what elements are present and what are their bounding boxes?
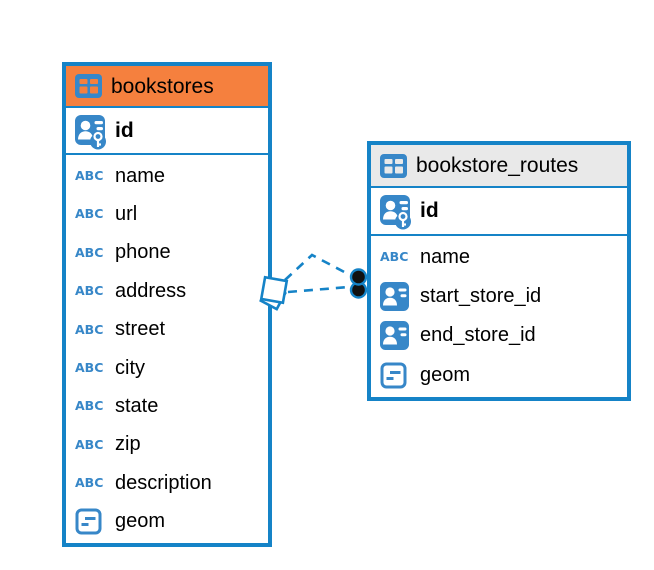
- column-name: street: [115, 318, 166, 341]
- column-row[interactable]: geom: [66, 503, 268, 541]
- entity-bookstores[interactable]: bookstores id ABC name ABC url ABC phone…: [62, 62, 272, 547]
- entity-bookstore-routes[interactable]: bookstore_routes id ABC name start_store…: [367, 141, 631, 401]
- column-name: city: [115, 356, 145, 379]
- person-card-icon: [380, 321, 411, 351]
- column-row[interactable]: ABC name: [66, 157, 268, 195]
- column-name: id: [115, 118, 134, 142]
- column-name: url: [115, 203, 138, 226]
- column-list: ABC name start_store_id end_store_id geo…: [371, 236, 627, 397]
- column-name: end_store_id: [420, 324, 536, 347]
- abc-icon: ABC: [75, 359, 104, 375]
- primary-key-row[interactable]: id: [371, 188, 627, 236]
- relationship-line-1[interactable]: [284, 253, 351, 281]
- column-name: id: [420, 199, 439, 222]
- column-row[interactable]: ABC address: [66, 272, 268, 310]
- table-icon: [75, 74, 102, 98]
- column-name: phone: [115, 241, 171, 264]
- abc-icon: ABC: [75, 283, 104, 299]
- column-name: description: [115, 471, 212, 494]
- column-name: state: [115, 395, 159, 418]
- column-row[interactable]: start_store_id: [371, 277, 627, 316]
- primary-key-row[interactable]: id: [66, 108, 268, 155]
- abc-icon: ABC: [75, 206, 104, 222]
- table-name: bookstores: [111, 74, 214, 98]
- column-name: zip: [115, 433, 141, 456]
- table-icon: [380, 153, 407, 178]
- geometry-icon: [380, 362, 411, 389]
- primary-key-icon: [75, 114, 106, 149]
- person-card-icon: [380, 282, 411, 312]
- column-name: name: [115, 164, 166, 187]
- column-list: ABC name ABC url ABC phone ABC address A…: [66, 155, 268, 543]
- primary-key-icon: [380, 195, 411, 230]
- abc-icon: ABC: [75, 321, 104, 337]
- column-row[interactable]: ABC url: [66, 195, 268, 233]
- abc-icon: ABC: [75, 436, 104, 452]
- abc-icon: ABC: [75, 398, 104, 414]
- column-name: geom: [115, 510, 166, 533]
- abc-icon: ABC: [75, 167, 104, 183]
- column-row[interactable]: end_store_id: [371, 316, 627, 355]
- column-row[interactable]: ABC zip: [66, 426, 268, 464]
- column-row[interactable]: ABC street: [66, 311, 268, 349]
- column-row[interactable]: ABC city: [66, 349, 268, 387]
- column-row[interactable]: ABC state: [66, 387, 268, 425]
- abc-icon: ABC: [75, 244, 104, 260]
- relationship-line-2[interactable]: [287, 285, 350, 294]
- column-name: address: [115, 279, 187, 302]
- table-header-bookstore-routes[interactable]: bookstore_routes: [371, 145, 627, 188]
- table-name: bookstore_routes: [416, 154, 579, 177]
- column-name: start_store_id: [420, 285, 542, 308]
- column-row[interactable]: ABC phone: [66, 234, 268, 272]
- relationship-dot-endpoint[interactable]: [349, 268, 368, 299]
- geometry-icon: [75, 508, 106, 535]
- abc-icon: ABC: [380, 249, 409, 265]
- column-name: geom: [420, 363, 471, 386]
- column-row[interactable]: ABC name: [371, 238, 627, 277]
- column-row[interactable]: ABC description: [66, 464, 268, 502]
- column-name: name: [420, 246, 471, 269]
- abc-icon: ABC: [75, 475, 104, 491]
- column-row[interactable]: geom: [371, 356, 627, 395]
- table-header-bookstores[interactable]: bookstores: [66, 66, 268, 108]
